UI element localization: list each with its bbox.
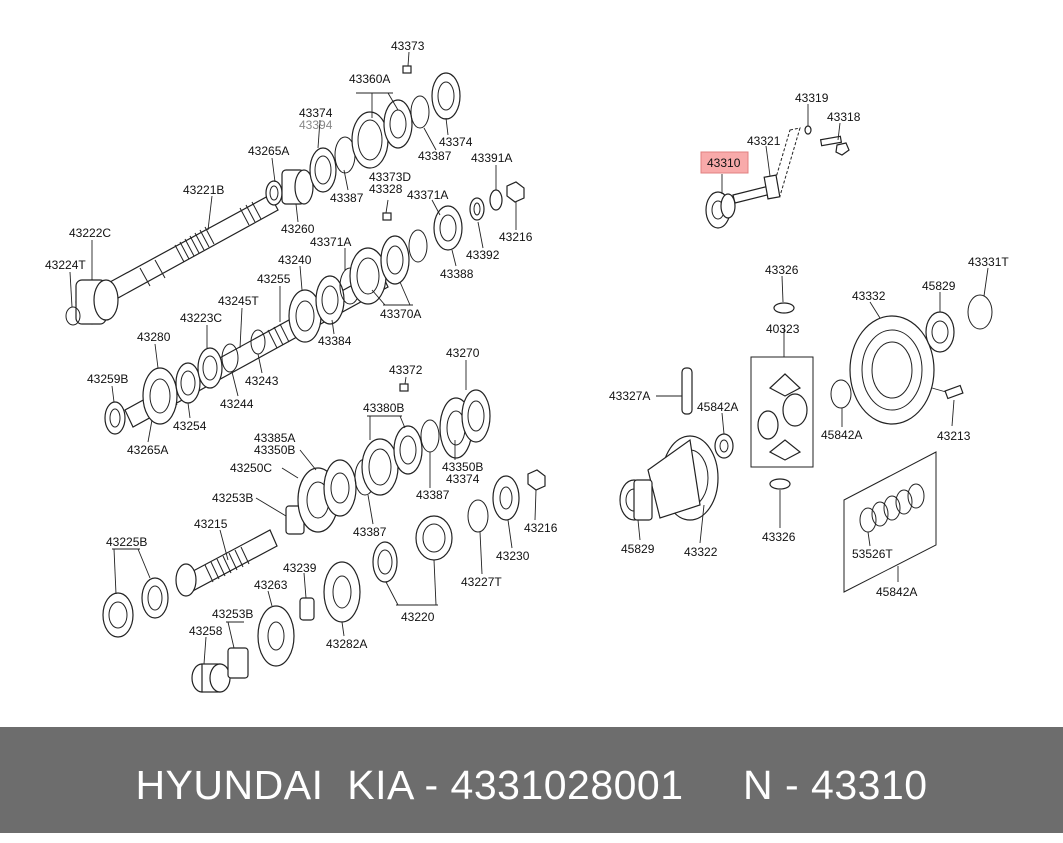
label-43240: 43240 (278, 253, 312, 267)
label-43258: 43258 (189, 624, 223, 638)
label-43387-c: 43387 (416, 488, 450, 502)
label-43392: 43392 (466, 248, 500, 262)
label-43245T: 43245T (218, 294, 259, 308)
label-43265A-b: 43265A (127, 443, 168, 457)
label-43388: 43388 (440, 267, 474, 281)
label-43387-b: 43387 (330, 191, 364, 205)
label-43328: 43328 (369, 182, 403, 196)
exploded-view-drawing: 43373 43360A 43374 43394 43265A 43374 43… (45, 39, 1009, 693)
label-43280: 43280 (137, 330, 171, 344)
label-43225B: 43225B (106, 535, 147, 549)
label-45829: 45829 (922, 279, 956, 293)
label-43374: 43374 (299, 106, 333, 120)
label-43371A: 43371A (407, 188, 448, 202)
label-43282A: 43282A (326, 637, 367, 651)
speedometer-gear-assembly (705, 125, 850, 229)
label-43370A: 43370A (380, 307, 421, 321)
label-43326: 43326 (765, 263, 799, 277)
label-43221B: 43221B (183, 183, 224, 197)
label-43371A-b: 43371A (310, 235, 351, 249)
label-43224T: 43224T (45, 258, 86, 272)
label-45829-b: 45829 (621, 542, 655, 556)
label-43239: 43239 (283, 561, 317, 575)
label-43387: 43387 (418, 149, 452, 163)
part-number-labels: 43373 43360A 43374 43394 43265A 43374 43… (45, 39, 1009, 651)
label-43318: 43318 (827, 110, 861, 124)
label-43270: 43270 (446, 346, 480, 360)
label-43385A: 43385A (254, 431, 295, 445)
part-number-text: HYUNDAI KIA - 4331028001 N - 43310 (135, 762, 928, 808)
label-43253B-b: 43253B (212, 607, 253, 621)
label-43373D: 43373D (369, 170, 411, 184)
label-43222C: 43222C (69, 226, 111, 240)
label-43360A: 43360A (349, 72, 390, 86)
label-43332: 43332 (852, 289, 886, 303)
label-43321: 43321 (747, 134, 781, 148)
label-43394: 43394 (299, 118, 333, 132)
label-43215: 43215 (194, 517, 228, 531)
label-43331T: 43331T (968, 255, 1009, 269)
label-43391A: 43391A (471, 151, 512, 165)
leader-lines (69, 51, 989, 665)
output-shaft-assembly (104, 205, 463, 435)
label-43380B: 43380B (363, 401, 404, 415)
label-43220: 43220 (401, 610, 435, 624)
label-43260: 43260 (281, 222, 315, 236)
parts-diagram: 43373 43360A 43374 43394 43265A 43374 43… (45, 39, 1010, 693)
label-43243: 43243 (245, 374, 279, 388)
label-43350B-b: 43350B (442, 460, 483, 474)
label-43255: 43255 (257, 272, 291, 286)
label-45842A-b: 45842A (821, 428, 862, 442)
label-43250C: 43250C (230, 461, 272, 475)
label-43326-b: 43326 (762, 530, 796, 544)
label-43244: 43244 (220, 397, 254, 411)
part-number-banner: HYUNDAI KIA - 4331028001 N - 43310 (0, 727, 1063, 833)
label-45842A-c: 45842A (876, 585, 917, 599)
label-43263: 43263 (254, 578, 288, 592)
label-43327A: 43327A (609, 389, 650, 403)
label-43230: 43230 (496, 549, 530, 563)
label-40323: 40323 (766, 322, 800, 336)
label-43310: 43310 (707, 156, 741, 170)
label-43216: 43216 (499, 230, 533, 244)
label-53526T: 53526T (852, 547, 893, 561)
label-43372: 43372 (389, 363, 423, 377)
label-43387-d: 43387 (353, 525, 387, 539)
part-number-highlight (700, 151, 749, 174)
input-shaft-assembly (65, 65, 525, 326)
label-43350B: 43350B (254, 443, 295, 457)
countershaft-assembly (102, 383, 546, 693)
label-43227T: 43227T (461, 575, 502, 589)
label-43374-b: 43374 (439, 135, 473, 149)
label-43319: 43319 (795, 91, 829, 105)
label-43374-c: 43374 (446, 472, 480, 486)
label-43223C: 43223C (180, 311, 222, 325)
label-43213: 43213 (937, 429, 971, 443)
label-43265A: 43265A (248, 144, 289, 158)
label-43253B: 43253B (212, 491, 253, 505)
label-45842A: 45842A (697, 400, 738, 414)
label-43322: 43322 (684, 545, 718, 559)
differential-assembly (619, 294, 993, 593)
label-43384: 43384 (318, 334, 352, 348)
label-43216-b: 43216 (524, 521, 558, 535)
label-43373: 43373 (391, 39, 425, 53)
label-43259B: 43259B (87, 372, 128, 386)
label-43254: 43254 (173, 419, 207, 433)
